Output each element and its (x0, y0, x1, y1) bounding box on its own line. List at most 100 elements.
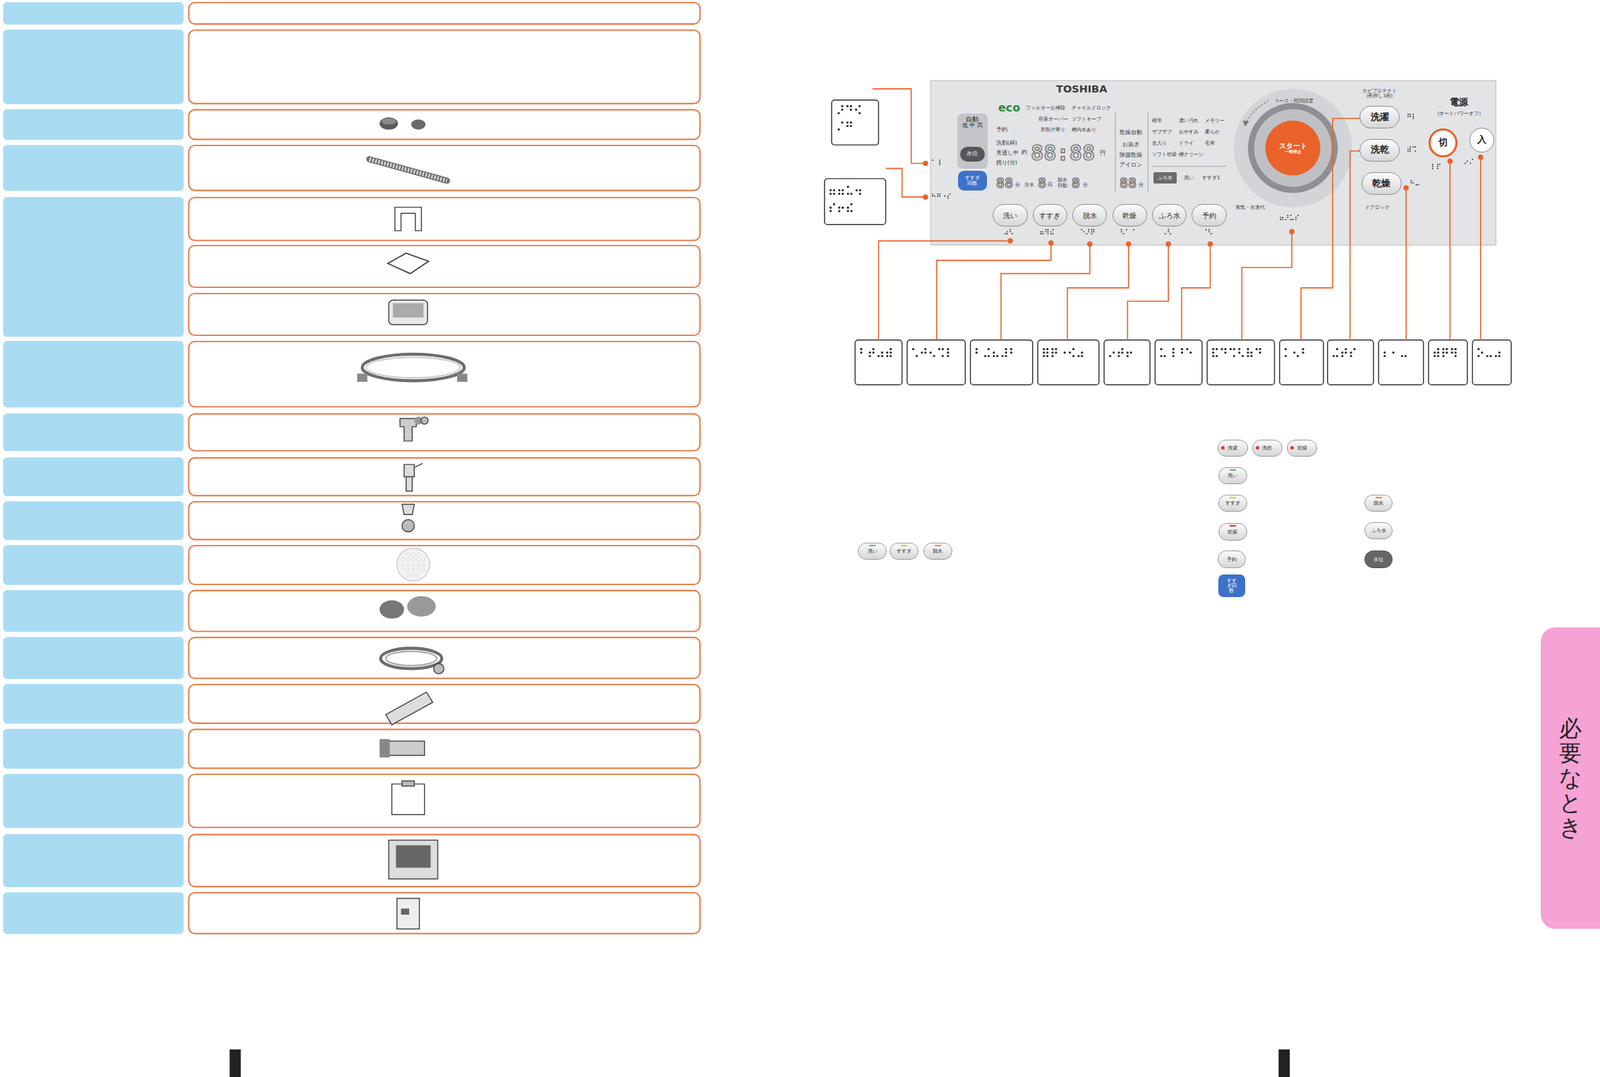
node-text: スタート (1279, 141, 1308, 150)
braille-dot (858, 112, 861, 115)
braille-dot (1001, 354, 1004, 357)
indicator-dot (1221, 445, 1225, 450)
hose-icon (380, 647, 443, 669)
panel-label: 毛布 (1204, 141, 1215, 147)
braille-box (907, 340, 966, 386)
braille-dot (1441, 354, 1445, 357)
panel-label: すすぎ1 (1202, 174, 1221, 181)
panel-label: 電気・水道代 (1235, 204, 1265, 211)
braille-dot (1437, 347, 1440, 350)
leader-dot (1165, 241, 1172, 247)
filter-icon (407, 596, 436, 617)
braille-dot (840, 105, 844, 108)
braille-dot (1004, 232, 1006, 235)
braille-dot (946, 351, 949, 354)
panel-label: 念入り (1152, 141, 1167, 147)
content-cell (189, 545, 701, 585)
braille-dot (1410, 179, 1412, 182)
braille-dot (838, 206, 841, 209)
panel-label: ソフト乾燥 (1152, 152, 1177, 159)
braille-dot (1412, 182, 1414, 184)
braille-dot (1454, 354, 1457, 357)
content-cell (189, 773, 701, 827)
braille-dot (855, 108, 858, 111)
braille-dot (1042, 351, 1045, 354)
braille-dot (838, 189, 841, 192)
braille-dot (1336, 354, 1339, 357)
leader-dot (1125, 241, 1132, 247)
braille-dot (1208, 229, 1210, 231)
braille-dot (931, 195, 934, 197)
mesh-hole (406, 562, 410, 566)
button-icon: 洗乾 (1252, 439, 1283, 458)
braille-dot (1412, 117, 1414, 120)
braille-dot (1120, 347, 1124, 350)
braille-dot (1296, 354, 1299, 357)
node-text: ふろ水 (1159, 211, 1181, 220)
section-tab: 必要なとき (1540, 627, 1600, 929)
braille-dot (1215, 354, 1218, 357)
braille-dot (1050, 232, 1052, 235)
braille-dot (1010, 351, 1013, 354)
function-button: 乾燥 (1112, 203, 1148, 227)
braille-box (824, 178, 887, 225)
braille-dot (1295, 218, 1297, 221)
content-cell (189, 833, 701, 887)
page-mark (1278, 1049, 1290, 1077)
braille-dot (1412, 146, 1414, 148)
water-level-button: 水位 (960, 146, 985, 161)
braille-dot (838, 210, 841, 213)
braille-dot (915, 354, 918, 357)
braille-dot (1349, 351, 1352, 354)
label-cell (2, 500, 184, 540)
braille-dot (829, 192, 832, 195)
braille-dot (1123, 232, 1125, 235)
adapter-icon (414, 463, 423, 468)
braille-dot (1454, 347, 1457, 350)
panel-label: (オートパワーオフ) (1437, 111, 1481, 117)
braille-dot (1404, 354, 1407, 357)
indicator-dot (1290, 445, 1294, 450)
panel-label: 回 (1047, 182, 1053, 188)
content-cell (189, 30, 701, 104)
leader-dot (922, 160, 929, 167)
braille-dot (833, 192, 836, 195)
indicator-bar (1375, 496, 1383, 499)
braille-dot (1259, 347, 1262, 350)
braille-box (1154, 340, 1203, 386)
node-text: 洗い (1227, 472, 1238, 479)
leader-line (1001, 246, 1090, 341)
dial-arc (1245, 100, 1269, 125)
braille-dot (1454, 351, 1457, 354)
adapter-icon (404, 464, 415, 492)
braille-dot (846, 192, 849, 195)
braille-dot (1163, 354, 1166, 357)
braille-dot (1284, 347, 1287, 350)
filter-icon (379, 600, 405, 619)
braille-dot (938, 195, 941, 197)
braille-dot (855, 189, 858, 192)
hose-icon (369, 159, 448, 181)
dial-group-box: 自動低 中 高水位 (957, 113, 988, 169)
panel-label: チャイルドロック (1071, 105, 1112, 111)
panel-label: 洗剤(杯) (996, 139, 1018, 147)
panel-label: ザブザブ (1152, 129, 1172, 136)
braille-dot (1409, 150, 1411, 152)
panel-label: 電源 (1449, 96, 1469, 107)
label-cell (2, 144, 184, 191)
leader-dot (1207, 241, 1214, 247)
node-text: 水位 (1373, 556, 1384, 563)
panel-label: TOSHIBA (1056, 83, 1107, 96)
case-icon (402, 780, 415, 786)
braille-dot (846, 124, 849, 127)
braille-dot (1433, 354, 1436, 357)
braille-dot (1284, 354, 1287, 357)
panel-label: 柔らか (1204, 129, 1220, 136)
node-text: ふろ水 (1371, 527, 1387, 534)
panel-label: フィルターお掃除 (1025, 105, 1066, 111)
node-text: 予約 (1226, 556, 1237, 563)
braille-dot (1279, 218, 1282, 221)
braille-dot (1407, 148, 1409, 150)
braille-dot (912, 347, 915, 350)
